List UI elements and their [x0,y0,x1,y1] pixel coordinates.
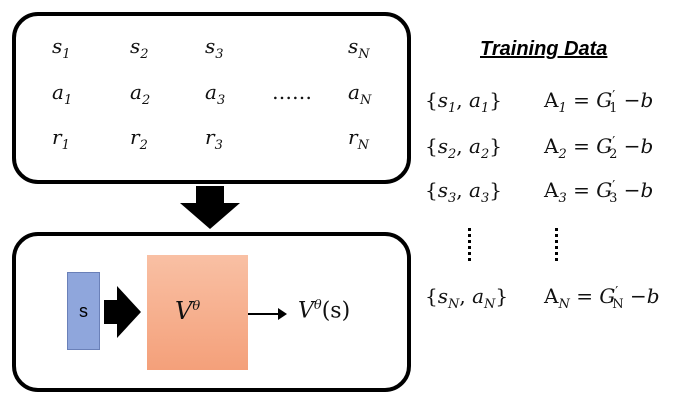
output-arrow-icon [248,308,287,320]
vertical-ellipsis-icon [555,228,558,264]
reward-symbol: r2 [130,125,148,153]
training-data-title: Training Data [480,38,608,60]
action-symbol: a3 [205,80,226,108]
action-symbol: a2 [130,80,151,108]
trajectory-box [12,12,411,184]
advantage-equation: AN = G′N −b [544,284,660,312]
state-action-pair: {s1, a1} [425,88,502,116]
state-symbol: s2 [130,34,149,62]
reward-symbol: rN [348,125,369,153]
advantage-equation: A2 = G′2 −b [544,134,654,162]
state-action-pair: {sN, aN} [425,284,509,312]
action-symbol: a1 [52,80,73,108]
advantage-equation: A3 = G′3 −b [544,178,654,206]
network-box [12,232,411,392]
state-action-pair: {s3, a3} [425,178,502,206]
reward-symbol: r3 [205,125,223,153]
output-label: Vθ(s) [298,298,351,324]
input-state-block: s [67,272,100,350]
state-symbol: s1 [52,34,71,62]
input-label: s [79,300,88,321]
vertical-ellipsis-icon [468,228,471,264]
advantage-equation: A1 = G′1 −b [544,88,654,116]
action-symbol: aN [348,80,372,108]
state-action-pair: {s2, a2} [425,134,502,162]
state-symbol: s3 [205,34,224,62]
model-label: Vθ [175,297,201,325]
state-symbol: sN [348,34,370,62]
ellipsis: …… [272,80,312,104]
reward-symbol: r1 [52,125,70,153]
value-network-block: Vθ [147,255,248,370]
